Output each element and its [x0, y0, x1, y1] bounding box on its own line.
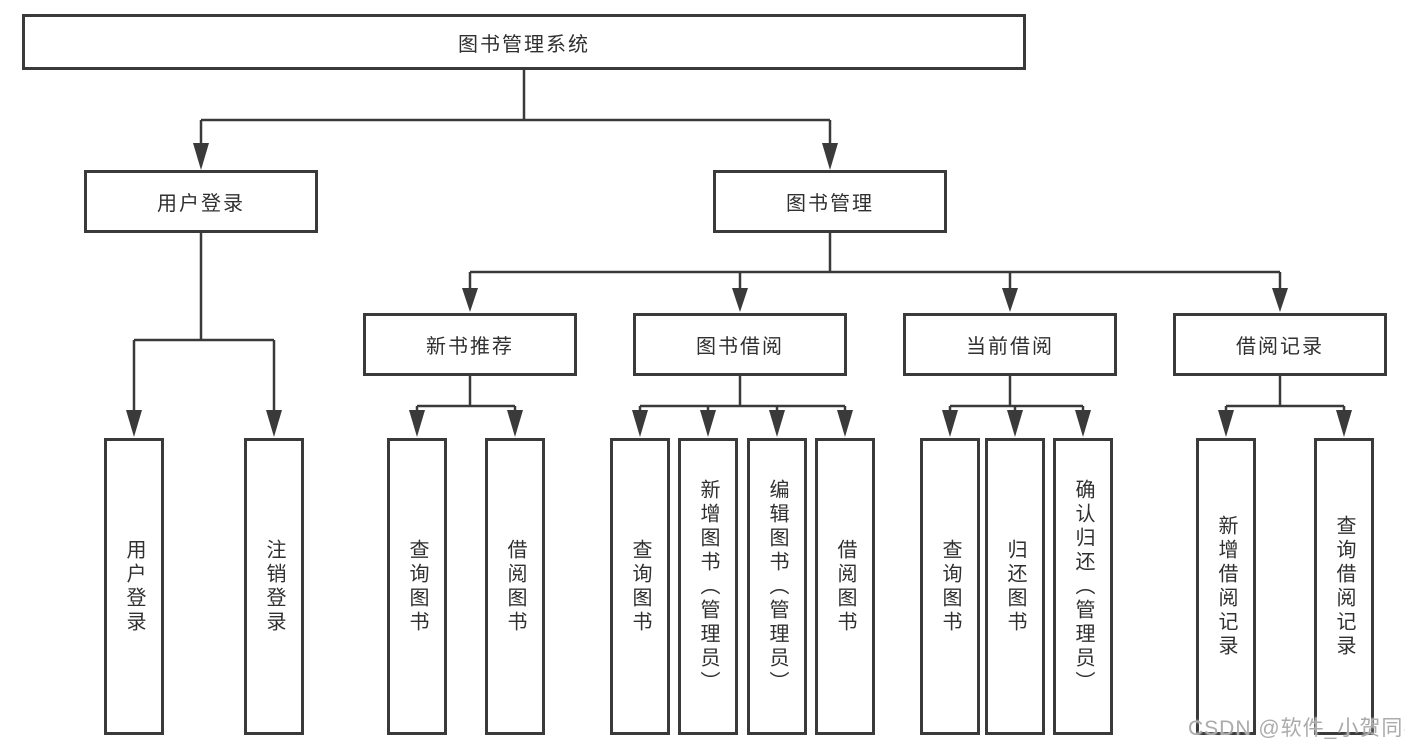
node-current-borrowing: 当前借阅	[903, 313, 1117, 376]
leaf-borrowing-query-books: 查询图书	[610, 438, 670, 735]
node-label: 用户登录	[123, 538, 145, 635]
node-library-management-system: 图书管理系统	[22, 14, 1026, 70]
leaf-borrow-books: 借阅图书	[815, 438, 875, 735]
leaf-add-borrow-record: 新增借阅记录	[1196, 438, 1256, 735]
node-label: 注销登录	[263, 538, 285, 635]
leaf-logout: 注销登录	[244, 438, 304, 735]
node-book-borrowing: 图书借阅	[633, 313, 847, 376]
leaf-user-login: 用户登录	[104, 438, 164, 735]
node-borrowing-records: 借阅记录	[1173, 313, 1387, 376]
node-new-book-recommendation: 新书推荐	[363, 313, 577, 376]
node-label: 借阅图书	[504, 538, 526, 635]
node-label: 新增图书（管理员）	[697, 478, 719, 695]
node-label: 确认归还（管理员）	[1072, 478, 1094, 695]
node-label: 查询图书	[406, 538, 428, 635]
leaf-return-books: 归还图书	[985, 438, 1045, 735]
node-user-login: 用户登录	[84, 170, 318, 233]
node-label: 查询图书	[629, 538, 651, 635]
leaf-query-borrow-records: 查询借阅记录	[1314, 438, 1374, 735]
leaf-add-books-admin: 新增图书（管理员）	[678, 438, 738, 735]
node-label: 借阅图书	[834, 538, 856, 635]
node-label: 图书管理系统	[458, 33, 590, 56]
node-label: 查询图书	[939, 538, 961, 635]
node-label: 图书借阅	[696, 336, 784, 358]
node-label: 用户登录	[157, 193, 245, 215]
node-label: 归还图书	[1004, 538, 1026, 635]
node-label: 新书推荐	[426, 336, 514, 358]
watermark: CSDN @软件_小贺同学	[1188, 717, 1405, 740]
node-label: 新增借阅记录	[1215, 514, 1237, 659]
leaf-current-query-books: 查询图书	[920, 438, 980, 735]
node-label: 借阅记录	[1236, 336, 1324, 358]
leaf-edit-books-admin: 编辑图书（管理员）	[747, 438, 807, 735]
leaf-recommend-query-books: 查询图书	[387, 438, 447, 735]
node-label: 编辑图书（管理员）	[766, 478, 788, 695]
node-label: 当前借阅	[966, 336, 1054, 358]
node-label: 图书管理	[786, 193, 874, 215]
leaf-confirm-return-admin: 确认归还（管理员）	[1053, 438, 1113, 735]
node-book-management: 图书管理	[713, 170, 947, 233]
leaf-recommend-borrow-books: 借阅图书	[485, 438, 545, 735]
node-label: 查询借阅记录	[1333, 514, 1355, 659]
